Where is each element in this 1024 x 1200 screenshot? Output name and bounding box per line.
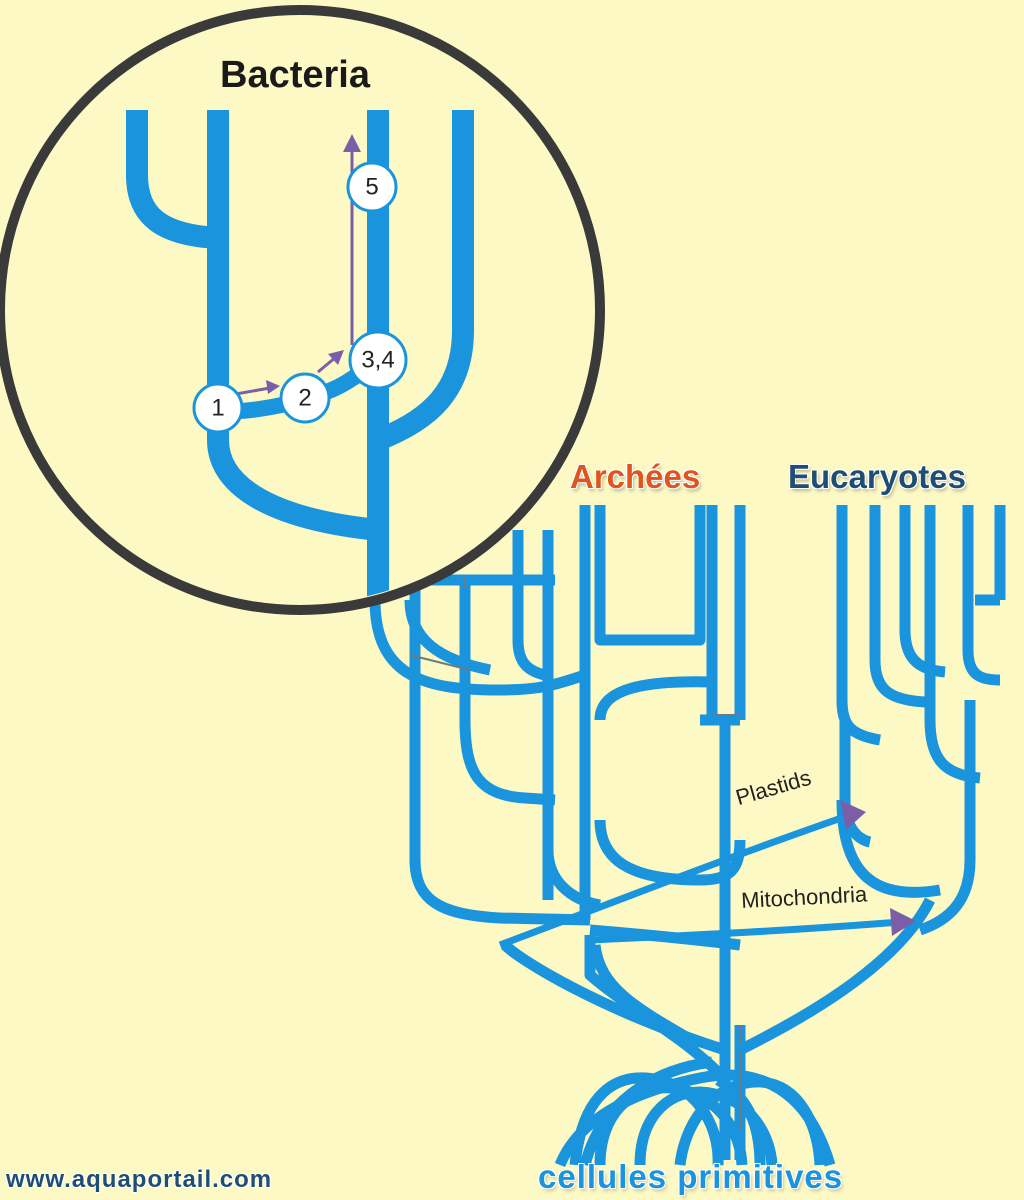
bacteria-title: Bacteria xyxy=(220,54,370,96)
step-1: 1 xyxy=(192,382,244,434)
main-tree xyxy=(369,505,1006,1168)
step-3-4: 3,4 xyxy=(348,330,408,390)
bacteria-branches xyxy=(369,530,602,926)
mitochondria-arrowhead xyxy=(890,908,916,936)
endosymbiosis-transfers xyxy=(498,800,916,949)
watermark-url[interactable]: www.aquaportail.com xyxy=(6,1166,273,1193)
step-2-label: 2 xyxy=(298,385,311,412)
step-5: 5 xyxy=(346,161,398,213)
step-5-label: 5 xyxy=(365,174,378,201)
step-2: 2 xyxy=(279,372,331,424)
eukarya-label: Eucaryotes xyxy=(788,458,966,495)
plastids-arrowhead xyxy=(840,800,866,830)
archaea-label: Archées xyxy=(570,458,701,495)
eukarya-branches xyxy=(836,505,1006,936)
bacteria-zoom-inset: 1 2 3,4 5 xyxy=(0,5,605,615)
root-label: cellules primitives xyxy=(538,1158,844,1195)
archaea-branches xyxy=(579,505,746,951)
root-tangle xyxy=(554,1056,836,1168)
step-3-4-label: 3,4 xyxy=(361,347,394,374)
step-1-label: 1 xyxy=(211,395,224,422)
zoom-circle xyxy=(0,5,605,615)
